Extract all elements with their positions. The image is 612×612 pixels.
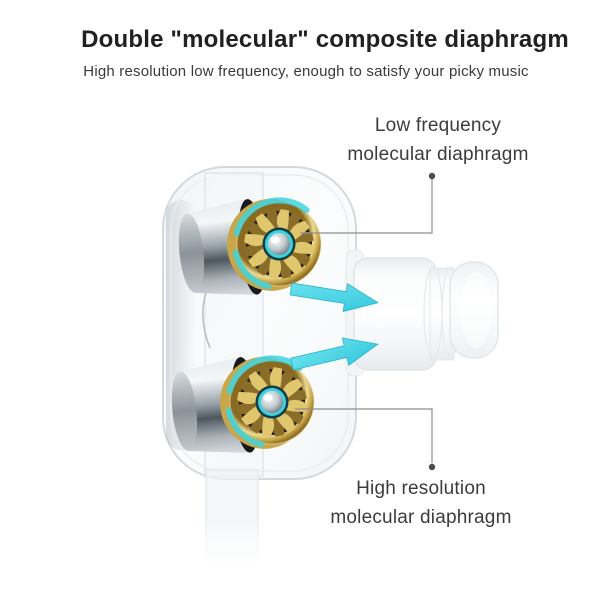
annotation-low-frequency: Low frequency molecular diaphragm [318,111,558,169]
ear-tip [449,261,499,359]
annotation-low-frequency-line2: molecular diaphragm [347,144,529,165]
leader-lines [295,172,436,471]
nozzle [345,249,499,377]
page-subtitle: High resolution low frequency, enough to… [83,63,529,80]
leader-dot-low-frequency [428,172,436,180]
leader-line-low-frequency [300,179,433,234]
leader-dot-high-resolution [428,463,436,471]
page-title: Double "molecular" composite diaphragm [81,26,569,53]
annotation-high-resolution-line1: High resolution [356,478,486,499]
annotation-low-frequency-line1: Low frequency [374,115,502,136]
internal-wire [202,292,211,349]
stem-fadeout [198,518,266,572]
leader-line-high-resolution [295,408,433,463]
annotation-high-resolution-line2: molecular diaphragm [330,507,512,528]
annotation-high-resolution: High resolution molecular diaphragm [301,474,541,532]
